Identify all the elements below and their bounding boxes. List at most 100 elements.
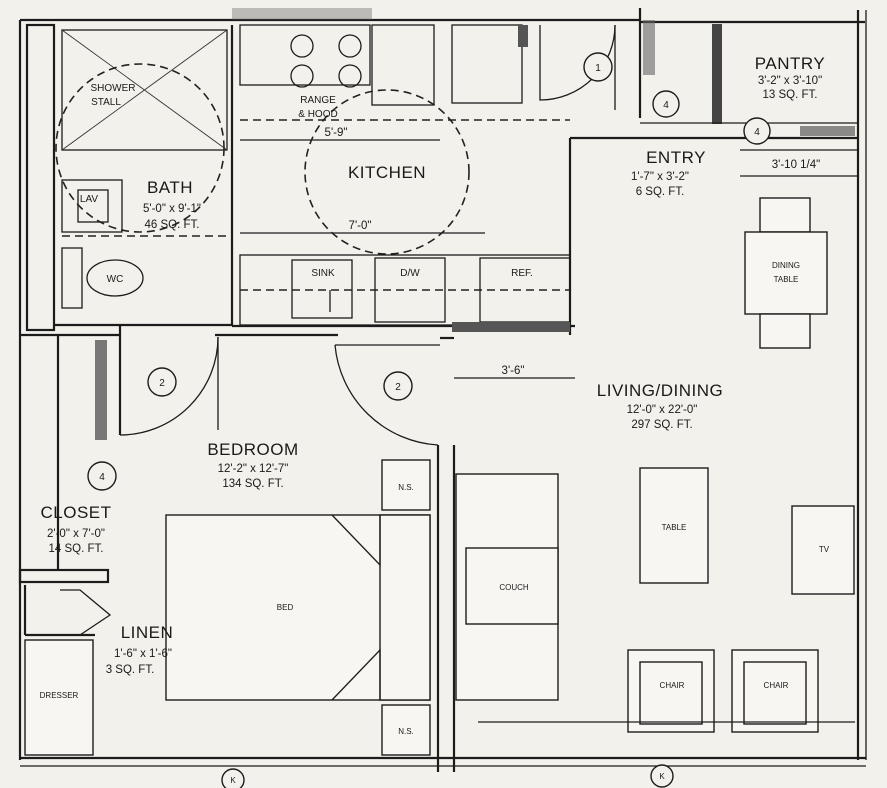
dining-chair-bottom	[759, 313, 811, 349]
tag-4-pantry-circle	[743, 117, 771, 145]
pantry-name: PANTRY	[755, 54, 825, 73]
shower-label-1: SHOWER	[91, 83, 136, 94]
tag-4-closet-circle	[87, 461, 117, 491]
pantry-area: 13 SQ. FT.	[763, 89, 818, 101]
burner-4	[338, 64, 362, 88]
pantry-dims: 3'-2" x 3'-10"	[758, 75, 822, 87]
couch-cushion	[465, 547, 559, 625]
tag-2b-circle	[383, 371, 413, 401]
ref-label: REF.	[511, 268, 533, 279]
dining-chair-top	[759, 197, 811, 233]
pantry-shelf-hatch	[800, 126, 855, 136]
linen-name: LINEN	[121, 623, 174, 642]
burner-1	[290, 34, 314, 58]
tag-1-circle	[583, 52, 613, 82]
pillow-bottom	[331, 648, 381, 701]
bath-fixtures	[55, 29, 228, 309]
entry-jamb	[518, 25, 528, 47]
closet-dims: 2'-0" x 7'-0"	[47, 528, 105, 540]
pantry-wall-hatch	[712, 24, 722, 124]
nightstand-bottom	[381, 704, 431, 756]
pillow-top	[331, 514, 381, 567]
fixture-labels: SHOWER STALL RANGE & HOOD LAV WC SINK D/…	[40, 83, 830, 736]
wc-label: WC	[107, 274, 124, 285]
dimension-labels: 5'-9" 7'-0" 3'-6" 3'-10 1/4"	[325, 127, 821, 377]
room-labels: PANTRY 3'-2" x 3'-10" 13 SQ. FT. ENTRY 1…	[40, 54, 825, 676]
grid-right-circle	[650, 764, 674, 788]
bedroom-furniture	[24, 336, 431, 756]
tag-2a-circle	[147, 367, 177, 397]
pantry-jamb	[643, 20, 655, 75]
coffee-table	[639, 467, 709, 584]
entry-door-swing	[539, 24, 616, 101]
dining-label-2: TABLE	[774, 275, 799, 284]
bath-name: BATH	[147, 178, 193, 197]
ns-top-label: N.S.	[398, 483, 414, 492]
upper-cabinet-2	[451, 24, 523, 104]
bedroom-name: BEDROOM	[207, 440, 298, 459]
dining-table	[744, 231, 828, 315]
entry-area: 6 SQ. FT.	[636, 186, 685, 198]
shower-stall	[61, 29, 228, 151]
tag-4-entry: 4	[663, 100, 669, 111]
closet-area: 14 SQ. FT.	[49, 543, 104, 555]
tag-4-closet: 4	[99, 472, 105, 483]
burner-3	[290, 64, 314, 88]
nightstand-top	[381, 459, 431, 511]
ns-bottom-label: N.S.	[398, 727, 414, 736]
dresser	[24, 639, 94, 756]
linen-dims: 1'-6" x 1'-6"	[114, 648, 172, 660]
entry-dims: 1'-7" x 3'-2"	[631, 171, 689, 183]
lav-label: LAV	[80, 194, 98, 205]
dining-label-1: DINING	[772, 261, 800, 270]
living-dims: 12'-0" x 22'-0"	[627, 404, 698, 416]
tag-4-pantry: 4	[754, 127, 760, 138]
upper-cabinet-1	[371, 24, 435, 106]
range-label-1: RANGE	[300, 95, 336, 106]
grid-right: K	[659, 772, 665, 781]
linen-door	[60, 589, 112, 636]
kitchen-fixtures	[239, 24, 571, 332]
left-wall-column	[25, 23, 56, 332]
tag-2a: 2	[159, 378, 165, 389]
kitchen-width-dim: 7'-0"	[349, 220, 372, 232]
shower-diagonal-2	[61, 29, 228, 151]
tv-stand	[791, 505, 855, 595]
dresser-label: DRESSER	[40, 691, 79, 700]
kitchen-partial-wall	[452, 322, 570, 332]
wc-bowl	[86, 259, 144, 297]
living-area: 297 SQ. FT.	[631, 419, 692, 431]
bath-dims: 5'-0" x 9'-1"	[143, 203, 201, 215]
tv-label: TV	[819, 545, 830, 554]
bath-area: 46 SQ. FT.	[145, 219, 200, 231]
chair-right-label: CHAIR	[764, 681, 789, 690]
tag-2b: 2	[395, 382, 401, 393]
entry-name: ENTRY	[646, 148, 706, 167]
sink-label: SINK	[311, 268, 335, 279]
range	[239, 24, 371, 86]
entry-width-dim: 3'-6"	[502, 365, 525, 377]
closet-rod	[95, 340, 107, 440]
dw-label: D/W	[400, 268, 420, 279]
living-name: LIVING/DINING	[597, 381, 723, 400]
lav-bowl	[77, 189, 109, 223]
chair-left-label: CHAIR	[660, 681, 685, 690]
top-shadow	[232, 8, 372, 20]
grid-left-circle	[221, 768, 245, 788]
bedroom-dims: 12'-2" x 12'-7"	[218, 463, 289, 475]
kitchen-name: KITCHEN	[348, 163, 426, 182]
walls	[18, 8, 867, 772]
shower-label-2: STALL	[91, 97, 121, 108]
burner-2	[338, 34, 362, 58]
table-label: TABLE	[662, 523, 687, 532]
chair-left-seat	[639, 661, 703, 725]
chair-right-seat	[743, 661, 807, 725]
kitchen-turning-circle	[304, 89, 470, 255]
range-label-2: & HOOD	[298, 109, 337, 120]
living-furniture	[334, 197, 855, 733]
grid-left: K	[230, 776, 236, 785]
range-width-dim: 5'-9"	[325, 127, 348, 139]
closet-name: CLOSET	[40, 503, 111, 522]
lav	[61, 179, 123, 233]
